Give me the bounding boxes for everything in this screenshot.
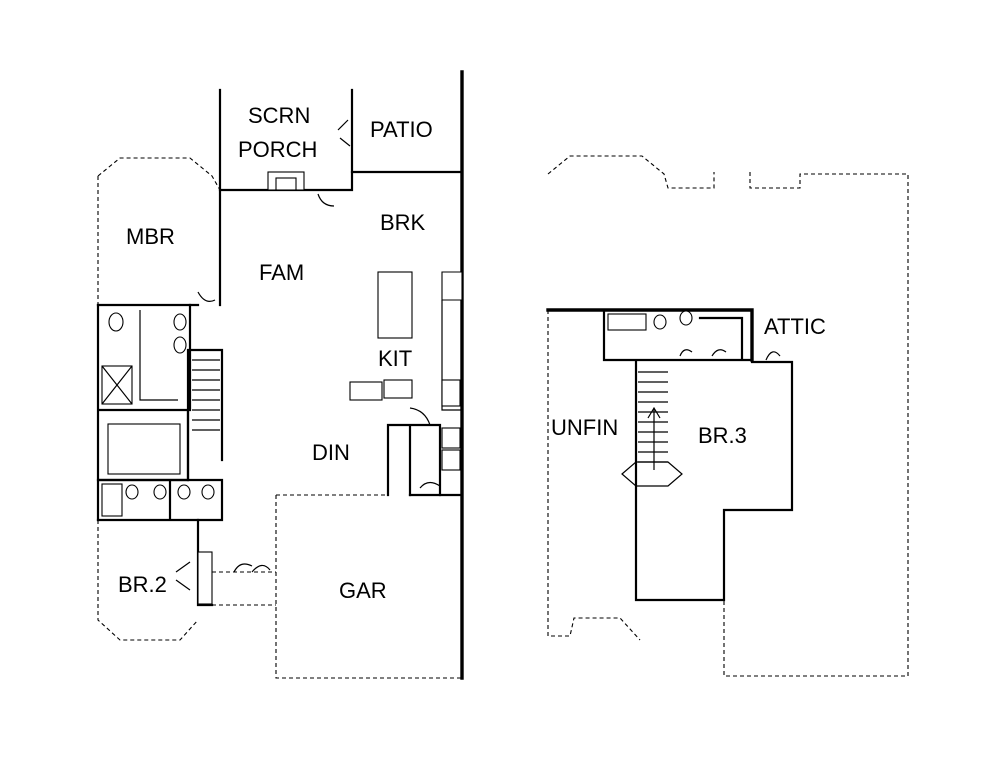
- sink-1: [173, 313, 187, 331]
- garage-outline: [275, 494, 462, 679]
- toilet-1: [108, 312, 124, 332]
- stair-well-walls: [634, 360, 794, 602]
- porch-door-arc: [317, 193, 335, 207]
- room-label-scrn: SCRN: [248, 103, 310, 128]
- room-labels: SCRN PORCH PATIO MBR BRK FAM KIT DIN BR.…: [118, 103, 826, 603]
- kitchen-counter: [441, 300, 462, 411]
- room-label-br3: BR.3: [698, 423, 747, 448]
- hall-sink: [153, 484, 167, 500]
- pantry-cabinet: [349, 381, 383, 401]
- stair-walls: [186, 348, 224, 482]
- upper-toilet: [653, 314, 667, 330]
- room-label-br2: BR.2: [118, 572, 167, 597]
- laundry-door-arcs: [409, 407, 441, 489]
- laundry-walls: [386, 423, 442, 497]
- room-label-gar: GAR: [339, 578, 387, 603]
- roof-outline: [547, 155, 909, 677]
- shower-cross: [101, 365, 133, 405]
- room-label-patio: PATIO: [370, 117, 433, 142]
- bathtub: [107, 423, 181, 475]
- br2-door-swing: [175, 561, 191, 591]
- washer: [441, 427, 461, 449]
- upper-sink: [679, 310, 693, 326]
- powder-sink: [201, 484, 215, 500]
- bath-upper-walls: [602, 308, 754, 362]
- upper-tub: [607, 313, 647, 331]
- sink-2: [173, 336, 187, 354]
- garage-entry-outline: [212, 571, 276, 606]
- br2-bay-outline: [97, 520, 199, 641]
- room-label-din: DIN: [312, 440, 350, 465]
- upper-door-arcs: [679, 349, 781, 361]
- pantry-shelf: [383, 379, 413, 399]
- room-label-unfin: UNFIN: [551, 415, 618, 440]
- room-label-brk: BRK: [380, 210, 426, 235]
- dryer: [441, 449, 461, 471]
- hall-toilet: [125, 484, 139, 500]
- unfin-top-wall: [546, 308, 754, 362]
- fireplace-box: [275, 177, 297, 191]
- room-label-porch: PORCH: [238, 137, 317, 162]
- garage-door-arcs: [233, 563, 271, 573]
- br2-closet: [197, 551, 213, 605]
- hall-tub: [101, 483, 123, 517]
- stair-treads: [192, 359, 220, 431]
- mbr-door-arc: [197, 291, 216, 302]
- vanity-counter: [139, 310, 178, 401]
- upper-stair-treads: [638, 371, 668, 463]
- stair-landing: [621, 461, 683, 487]
- room-label-mbr: MBR: [126, 224, 175, 249]
- second-floor-plan: [546, 155, 909, 677]
- porch-door-swing: [337, 119, 351, 147]
- unfin-left-outline: [547, 310, 641, 641]
- stair-arrow: [647, 406, 661, 470]
- refrigerator: [441, 271, 463, 301]
- mbr-bay-outline: [97, 157, 221, 310]
- first-floor-plan: [96, 70, 464, 680]
- kitchen-island: [377, 271, 413, 339]
- room-label-kit: KIT: [378, 346, 412, 371]
- room-label-attic: ATTIC: [764, 314, 826, 339]
- hall-bath-walls: [96, 478, 224, 522]
- powder-toilet: [177, 484, 191, 500]
- cooktop: [441, 379, 461, 407]
- room-label-fam: FAM: [259, 260, 304, 285]
